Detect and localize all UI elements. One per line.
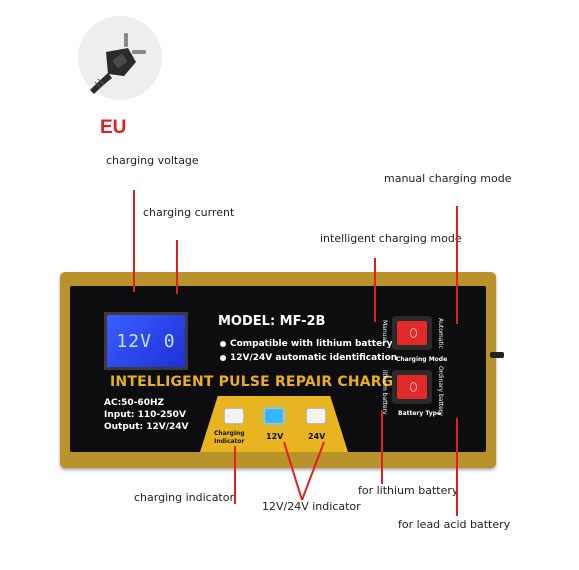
charger-front-panel: 12V 0 MODEL: MF-2B Compatible with lithi… — [70, 286, 486, 452]
callout-charging-indicator: charging indicator — [134, 491, 234, 504]
pointer-line-lithium — [381, 410, 383, 484]
pointer-lines-12v-24v — [283, 441, 325, 501]
bullet-icon — [220, 340, 226, 347]
ordinary-label: Ordinary battery — [437, 366, 444, 416]
24v-label: 24V — [308, 432, 326, 441]
lithium-label: lithium battery — [381, 370, 388, 415]
12v-indicator-led — [264, 408, 284, 424]
pointer-line-lead-acid — [456, 418, 458, 516]
pointer-line-current — [176, 240, 178, 294]
pointer-line-charging-indicator — [234, 446, 236, 504]
battery-type-switch[interactable] — [392, 370, 432, 404]
callout-lithium-battery: for lithium battery — [358, 484, 459, 497]
bullet-icon — [220, 354, 226, 361]
callout-charging-voltage: charging voltage — [106, 154, 199, 167]
pointer-line-voltage — [133, 190, 135, 292]
lcd-display: 12V 0 — [104, 312, 188, 370]
charging-mode-switch[interactable] — [392, 316, 432, 350]
feature-auto-identify: 12V/24V automatic identification — [220, 353, 397, 363]
callout-charging-current: charging current — [143, 206, 235, 219]
rocker-icon — [397, 321, 427, 345]
12v-label: 12V — [266, 432, 284, 441]
plug-background — [78, 16, 162, 100]
spec-ac: AC:50-60HZ — [104, 398, 165, 408]
charging-mode-caption: Charging Mode — [396, 356, 448, 363]
pointer-line-intelligent — [374, 258, 376, 322]
callout-manual-mode: manual charging mode — [384, 172, 512, 185]
model-label: MODEL: MF-2B — [218, 314, 326, 329]
charging-indicator-label: Charging Indicator — [214, 430, 245, 445]
callout-12v-24v-indicator: 12V/24V indicator — [262, 500, 361, 513]
charging-indicator-led — [224, 408, 244, 424]
battery-type-caption: Battery Type — [398, 410, 442, 417]
manual-label: Manual — [381, 320, 388, 342]
feature-lithium-text: Compatible with lithium battery — [230, 339, 393, 349]
feature-lithium: Compatible with lithium battery — [220, 339, 393, 349]
indicator-panel: Charging Indicator 12V 24V — [200, 396, 348, 452]
24v-indicator-led — [306, 408, 326, 424]
plug-type-label: EU — [100, 117, 127, 138]
spec-input: Input: 110-250V — [104, 410, 186, 420]
spec-output: Output: 12V/24V — [104, 422, 189, 432]
feature-auto-identify-text: 12V/24V automatic identification — [230, 353, 398, 363]
charger-body: 12V 0 MODEL: MF-2B Compatible with lithi… — [60, 272, 496, 468]
brand-title: INTELLIGENT PULSE REPAIR CHARGER — [110, 374, 415, 390]
automatic-label: Automatic — [437, 318, 444, 349]
pointer-line-manual — [456, 206, 458, 324]
callout-intelligent-mode: intelligent charging mode — [320, 232, 462, 245]
power-cable — [490, 352, 504, 358]
rocker-icon — [397, 375, 427, 399]
callout-lead-acid-battery: for lead acid battery — [398, 518, 511, 531]
eu-plug-icon — [90, 33, 146, 94]
